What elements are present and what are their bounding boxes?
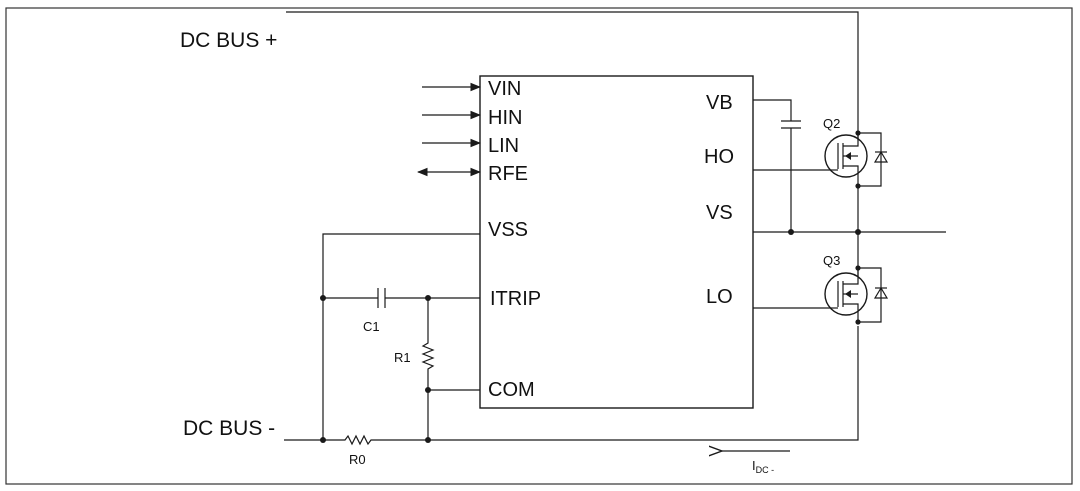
junction-dot [320,437,326,443]
junction-dot [425,295,431,301]
junction-dot [855,229,861,235]
r1-label: R1 [394,350,411,365]
ic-body [479,75,754,409]
q3-mosfet-icon [824,267,889,323]
pin-com: COM [488,379,535,401]
pin-hin: HIN [488,107,522,129]
right-wiring [753,99,946,309]
pin-vin: VIN [488,78,521,100]
pin-itrip: ITRIP [490,288,541,310]
pin-lin: LIN [488,135,519,157]
dc-bus-minus-label: DC BUS - [183,417,275,440]
junction-dot [425,437,431,443]
r0-label: R0 [349,452,366,467]
pin-ho: HO [704,146,734,168]
left-wiring [322,233,480,440]
dc-bus-minus-wire [284,326,859,446]
pin-vss: VSS [488,219,528,241]
c1-label: C1 [363,319,380,334]
dc-bus-plus-label: DC BUS + [180,29,277,52]
idc-label: IDC - [752,458,774,475]
junction-dot [320,295,326,301]
junction-dot [788,229,794,235]
pin-rfe: RFE [488,163,528,185]
diagram-border [5,7,1073,485]
input-arrows [416,82,482,177]
pin-vb: VB [706,92,733,114]
junction-dot [425,387,431,393]
pin-lo: LO [706,286,733,308]
q2-mosfet-icon [824,132,889,187]
dc-bus-plus-wire [286,11,859,140]
q3-label: Q3 [823,253,840,268]
pin-vs: VS [706,202,733,224]
q2-label: Q2 [823,116,840,131]
